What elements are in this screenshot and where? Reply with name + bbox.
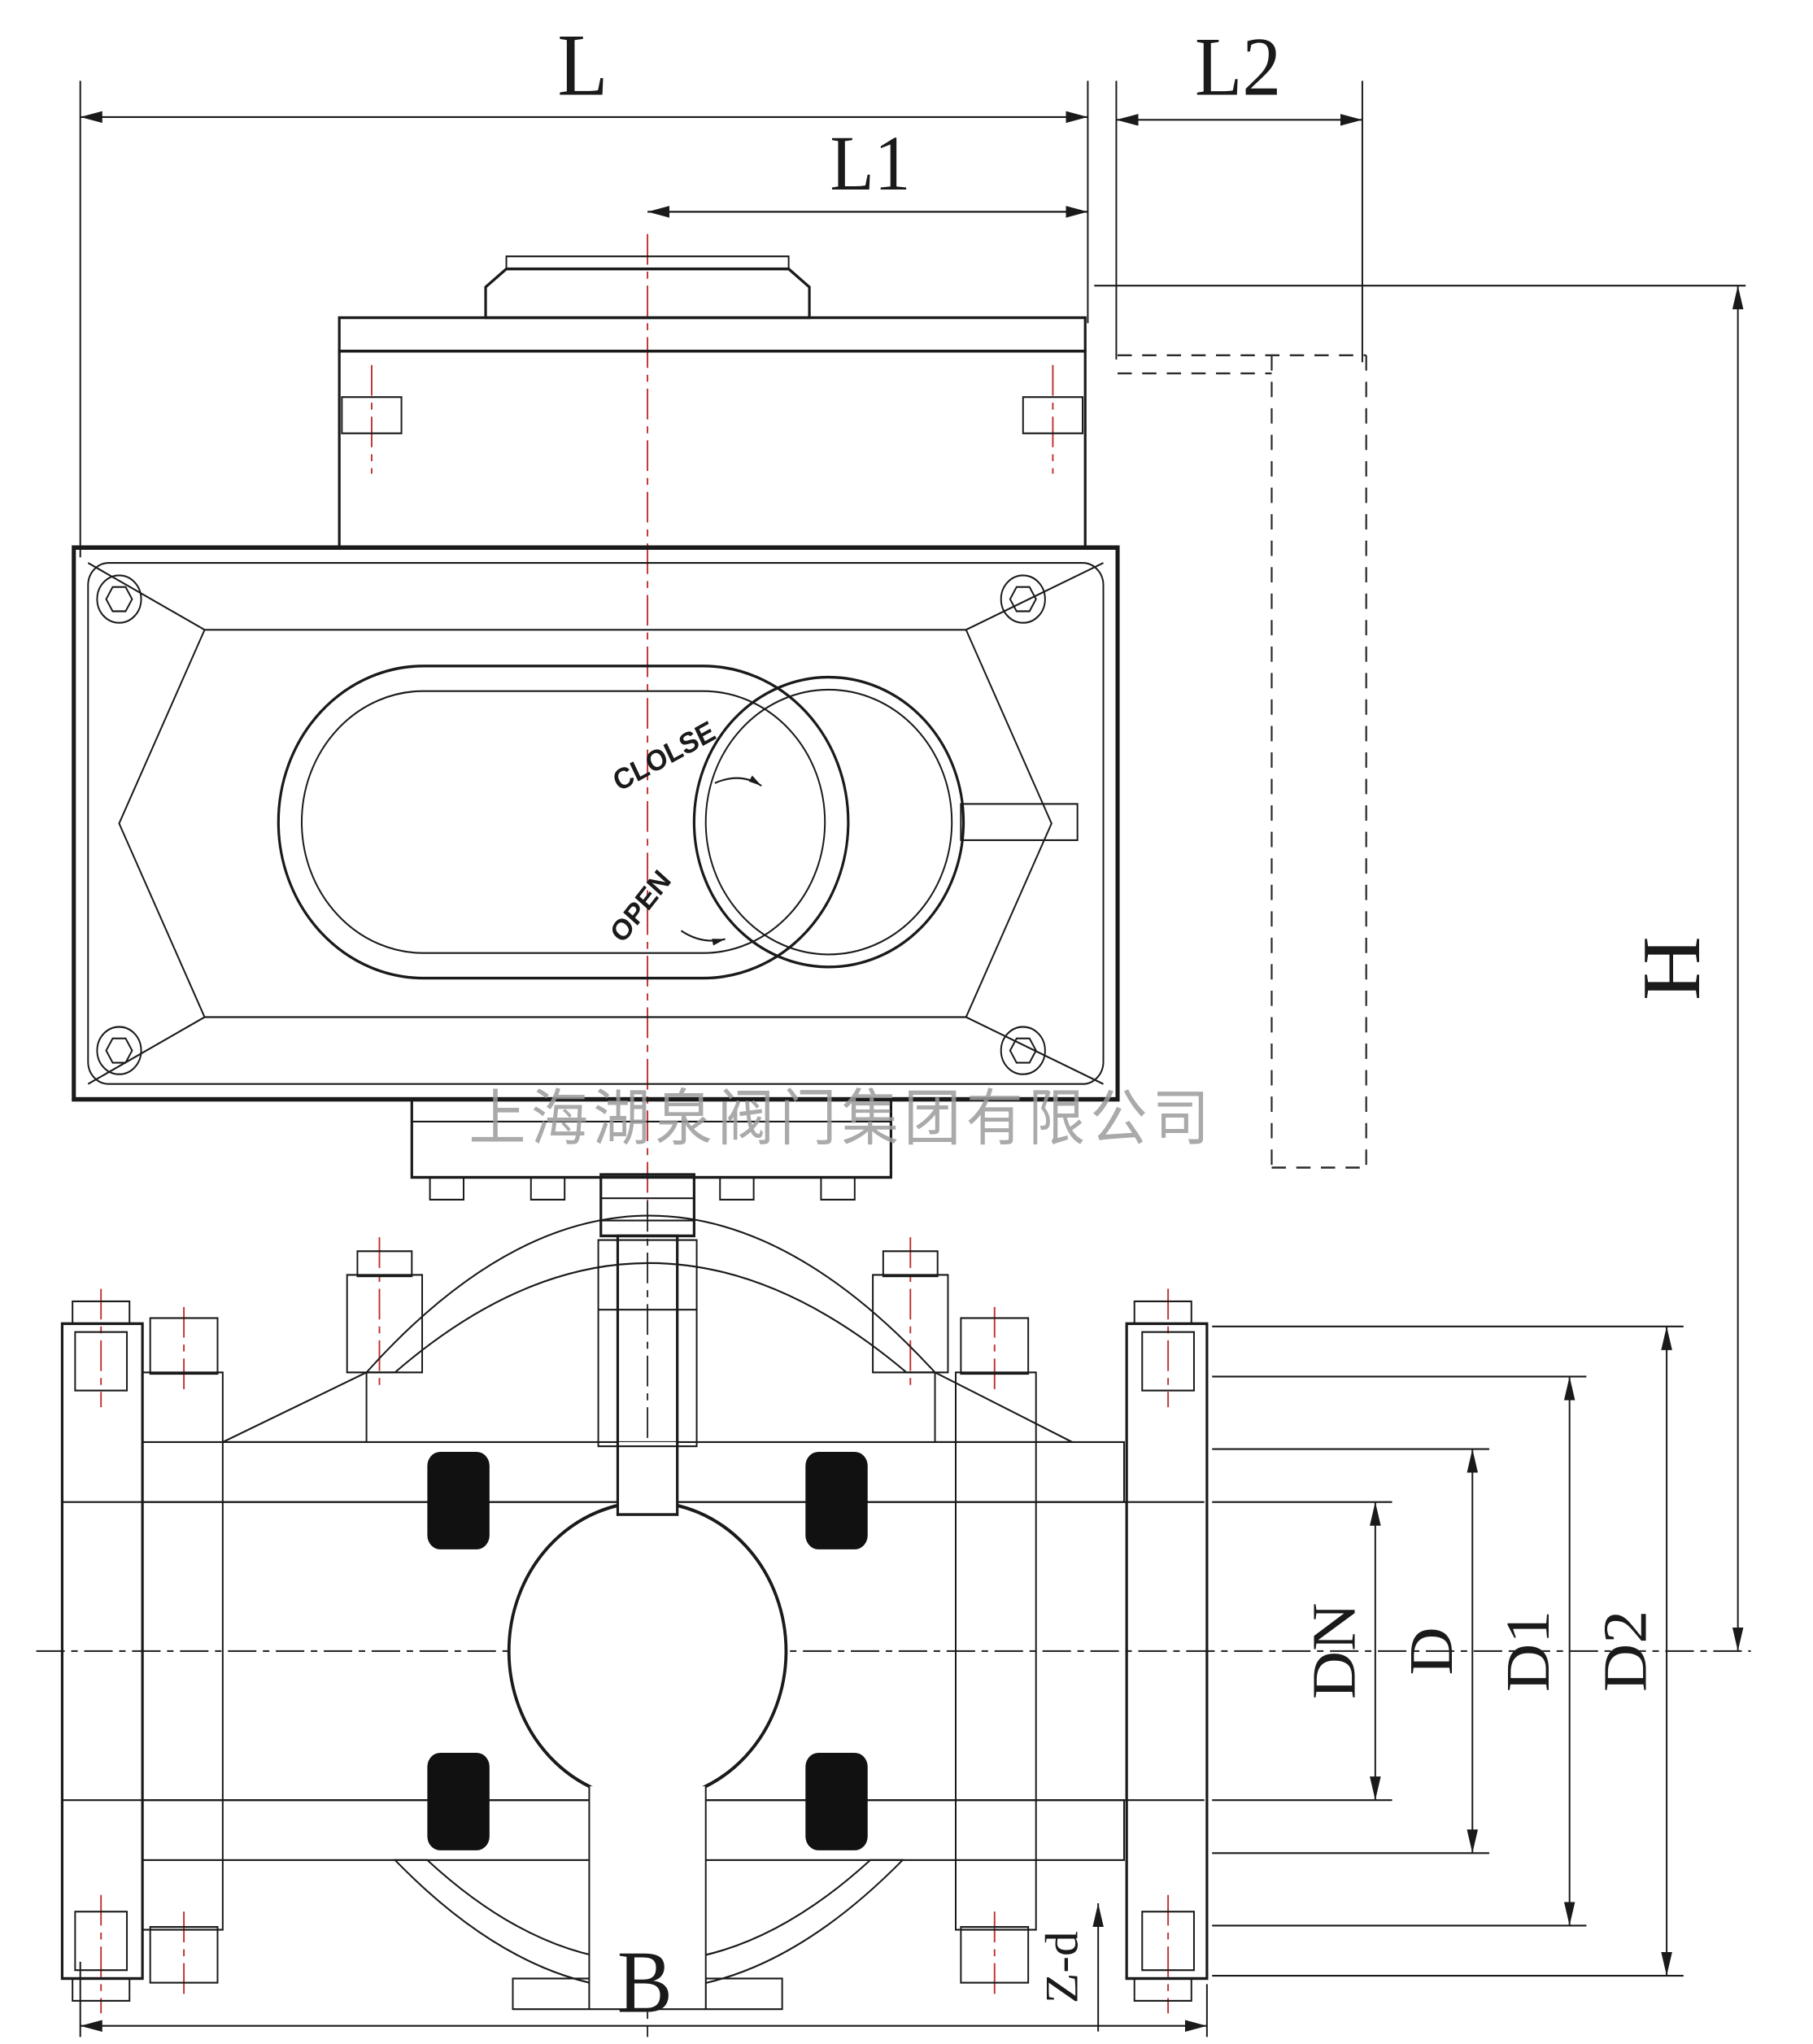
valve-body-section [60,1214,1209,2011]
corner-screw [1000,1026,1046,1075]
actuator-mounting-bracket [410,1097,892,1238]
projection-dashed-outline [1118,354,1367,1169]
flange-bolt-nut [149,1926,219,1984]
dim-label-L: L [557,15,608,114]
dim-label-H: H [1625,936,1717,1000]
dim-label-B: B [617,1933,673,2031]
ball [507,1500,788,1802]
dim-label-D: D [1397,1627,1466,1675]
flange-bolt-nut [960,1926,1030,1984]
dim-label-L1: L1 [830,120,910,207]
valve-seat [427,1752,490,1850]
dimension-lines [80,111,1744,2033]
manual-override-knob [692,675,965,969]
valve-seat [427,1451,490,1549]
flange-bolt-nut [960,1317,1030,1375]
close-direction-arrow-icon [714,775,762,787]
watermark: 上海湖泉阀门集团有限公司 [469,1085,1214,1153]
bottom-port-dome [393,1859,905,1991]
dim-label-D2: D2 [1591,1610,1660,1692]
valve-seat [805,1451,868,1549]
open-direction-arrow-icon [680,930,726,946]
extension-lines [79,81,1746,2037]
actuator-upper-housing [338,316,1087,549]
close-direction-label: CLOLSE [608,716,720,798]
dim-label-D1: D1 [1494,1610,1563,1692]
dimension-annotations: L L1 L2 H DN D D1 D2 B Z-d [79,15,1746,2037]
dim-label-L2: L2 [1195,21,1281,113]
open-direction-label: OPEN [604,865,677,948]
flange-bolt-nut [149,1317,219,1375]
dim-label-DN: DN [1300,1603,1369,1700]
corner-screw [1000,574,1046,624]
corner-screw [96,574,142,624]
dim-label-Zd: Z-d [1036,1931,1088,2003]
valve-seat [805,1752,868,1850]
actuator-main-box: CLOLSE OPEN [72,545,1120,1102]
body-flange-right [955,1371,1037,1931]
valve-stem [616,1234,679,1516]
knob-handle [960,803,1079,842]
